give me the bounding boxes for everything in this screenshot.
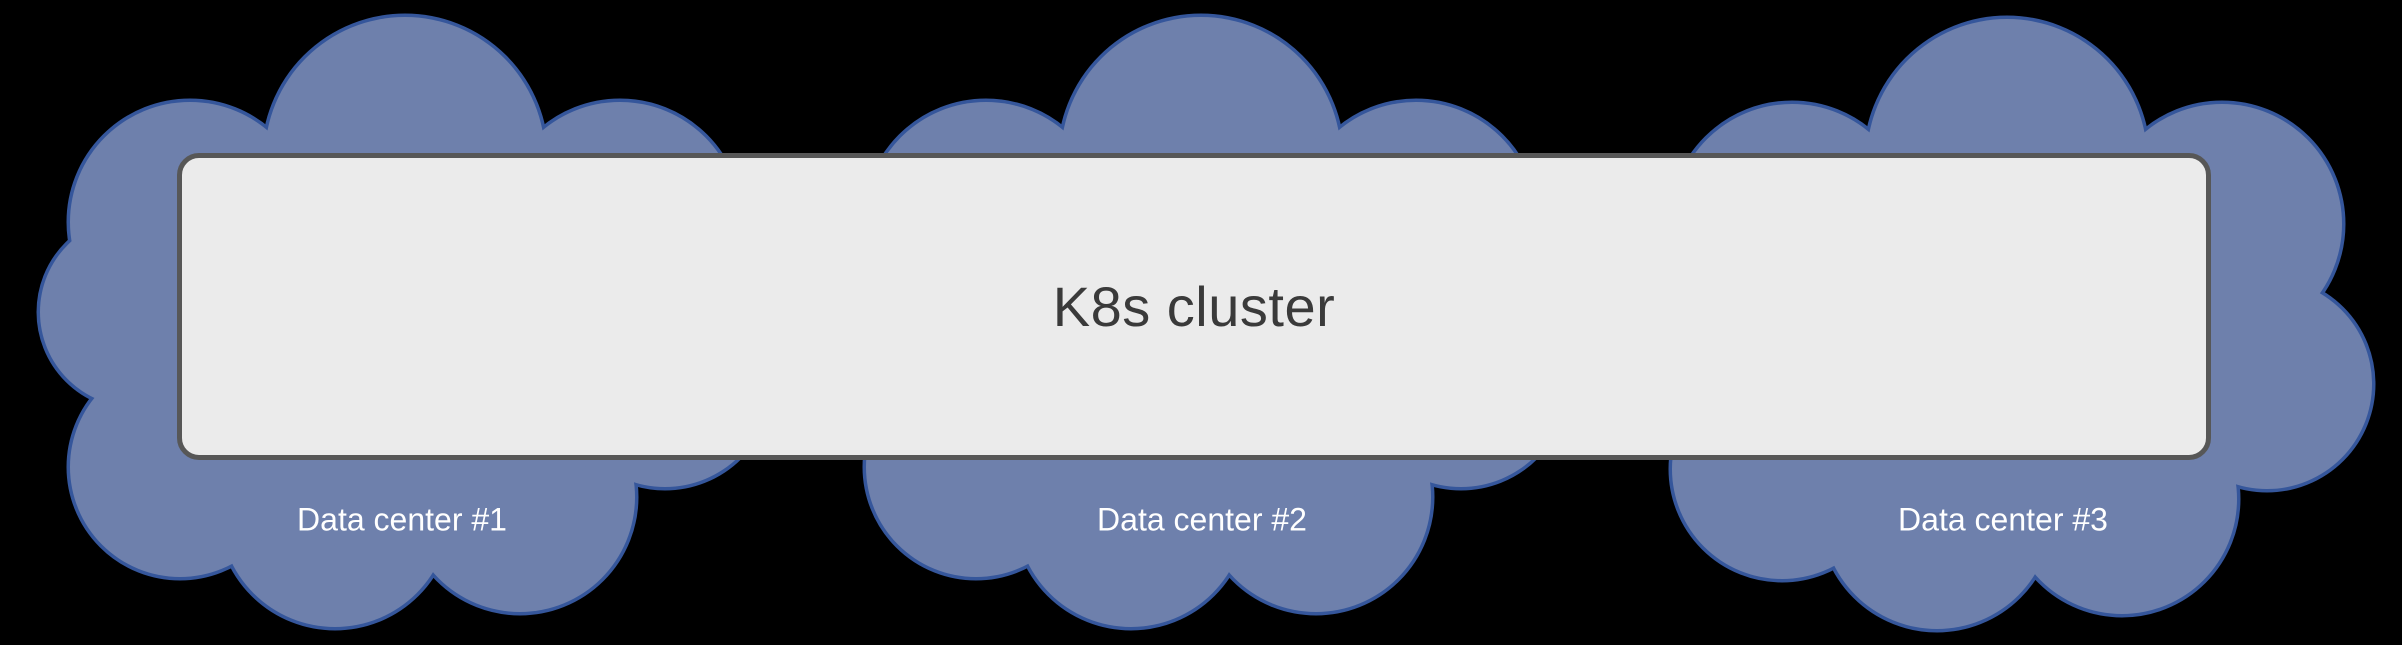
data-center-3-label: Data center #3 — [1898, 501, 2108, 538]
data-center-1-label: Data center #1 — [297, 501, 507, 538]
k8s-cluster-label: K8s cluster — [1052, 275, 1336, 338]
k8s-cluster-box: K8s cluster — [177, 153, 2211, 460]
data-center-2-label: Data center #2 — [1097, 501, 1307, 538]
